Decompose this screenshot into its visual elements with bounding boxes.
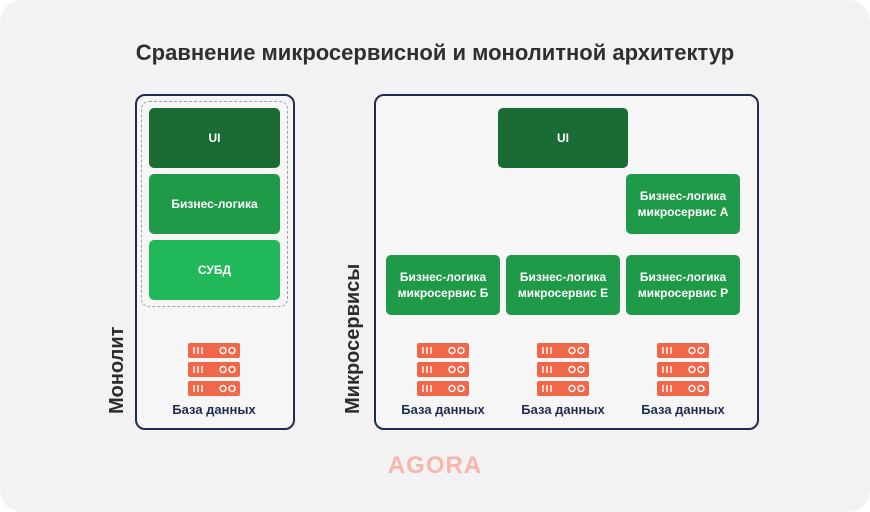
database-server-icon [417, 343, 469, 397]
agora-logo: AGORA [387, 452, 483, 479]
database-server-icon [657, 343, 709, 397]
monolith-business-logic-block: Бизнес-логика [149, 174, 280, 234]
microservice-r-db-label: База данных [641, 402, 725, 417]
microservice-e-db-label: База данных [521, 402, 605, 417]
database-server-icon [537, 343, 589, 397]
microservice-b-block: Бизнес-логика микросервис Б [386, 255, 500, 315]
page-title: Сравнение микросервисной и монолитной ар… [135, 40, 735, 65]
monolith-db-label: База данных [172, 402, 256, 417]
microservice-e-block: Бизнес-логика микросервис Е [506, 255, 620, 315]
monolith-ui-block: UI [149, 108, 280, 168]
microservice-a-block: Бизнес-логика микросервис А [626, 174, 740, 234]
micro-ui-block: UI [498, 108, 628, 168]
database-server-icon [188, 343, 240, 397]
monolith-dbms-block: СУБД [149, 240, 280, 300]
microservices-label: Микросервисы [342, 263, 364, 414]
microservice-b-db-label: База данных [401, 402, 485, 417]
monolith-label: Монолит [106, 326, 128, 414]
monolith-app-group [141, 101, 288, 307]
microservice-r-block: Бизнес-логика микросервис Р [626, 255, 740, 315]
